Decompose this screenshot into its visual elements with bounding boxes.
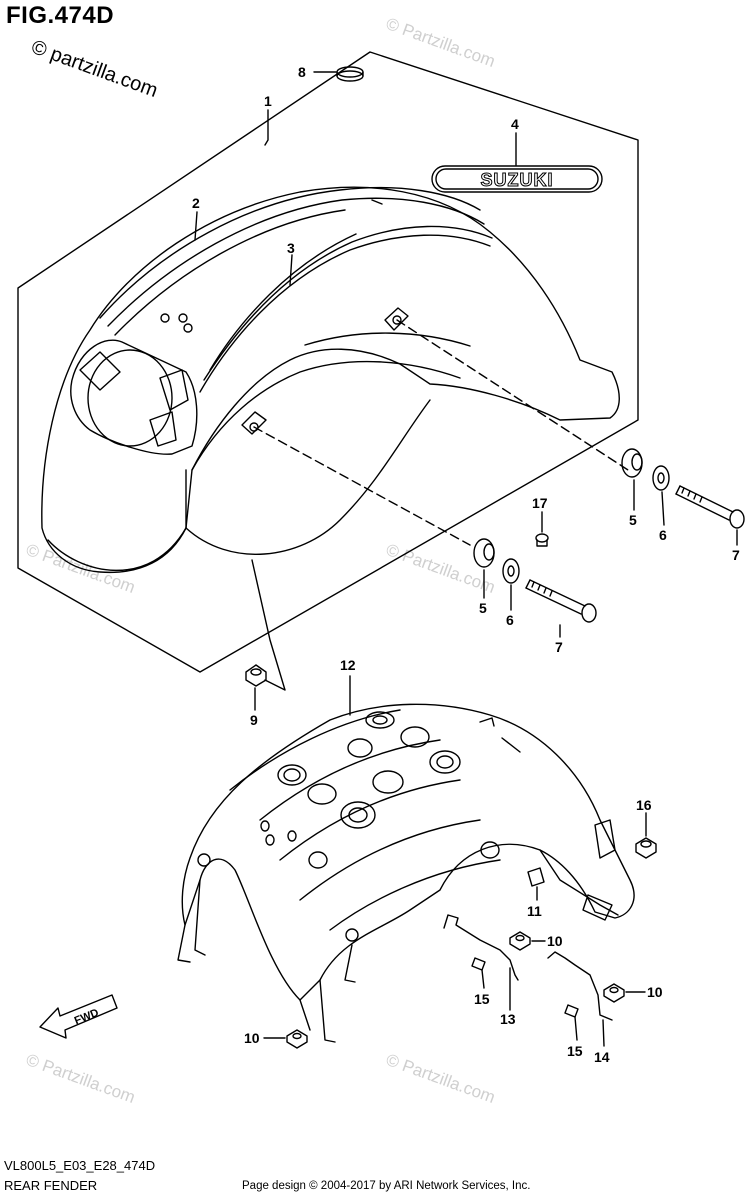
callout-labels: 1 2 3 4 5 5 6 6 7 7 8 9 10 10 10 11 12 1…: [192, 64, 740, 1065]
nut-part-10a: [509, 931, 531, 951]
callout-9: 9: [250, 712, 258, 728]
callout-14: 14: [594, 1049, 610, 1065]
bolt-upper: [675, 485, 745, 529]
suzuki-emblem: [431, 165, 603, 193]
nut-part-9: [245, 664, 267, 687]
rear-fender-shape: [41, 186, 620, 574]
callout-10c: 10: [244, 1030, 260, 1046]
callout-2: 2: [192, 195, 200, 211]
bushing-lower: [473, 538, 495, 568]
clamp-part-15a: [471, 957, 486, 971]
callout-7b: 7: [555, 639, 563, 655]
fwd-arrow-icon: [39, 994, 118, 1039]
harness-part-14: [547, 951, 613, 1021]
section-name: REAR FENDER: [4, 1178, 98, 1193]
callout-15a: 15: [474, 991, 490, 1007]
model-code: VL800L5_E03_E28_474D: [4, 1158, 156, 1173]
callout-6b: 6: [506, 612, 514, 628]
clip-part-11: [527, 867, 545, 887]
callout-8: 8: [298, 64, 306, 80]
washer-lower: [502, 558, 520, 584]
callout-16: 16: [636, 797, 652, 813]
callout-17: 17: [532, 495, 548, 511]
callout-3: 3: [287, 240, 295, 256]
bushing-upper: [621, 448, 643, 478]
nut-part-10c: [286, 1029, 308, 1049]
washer-upper: [652, 465, 670, 491]
callout-11: 11: [527, 903, 542, 919]
callout-15b: 15: [567, 1043, 583, 1059]
harness-part-13: [443, 914, 519, 981]
nut-part-10b: [603, 983, 625, 1003]
assembly-frame: [17, 51, 639, 673]
callout-5b: 5: [479, 600, 487, 616]
callout-5a: 5: [629, 512, 637, 528]
screw-part-17: [535, 533, 549, 547]
bolt-lower: [525, 579, 597, 623]
grommet-part-8: [336, 66, 364, 82]
callout-6a: 6: [659, 527, 667, 543]
callout-7a: 7: [732, 547, 740, 563]
callout-13: 13: [500, 1011, 516, 1027]
nut-part-16: [635, 837, 657, 859]
callout-4: 4: [511, 116, 519, 132]
clamp-part-15b: [564, 1004, 579, 1018]
callout-10a: 10: [547, 933, 563, 949]
callout-10b: 10: [647, 984, 663, 1000]
suzuki-logo-text: SUZUKI: [481, 170, 554, 190]
callout-12: 12: [340, 657, 356, 673]
inner-fender-shape: [177, 703, 635, 1043]
figure-title: FIG.474D: [6, 2, 115, 29]
copyright-notice: Page design © 2004-2017 by ARI Network S…: [242, 1180, 531, 1192]
callout-1: 1: [264, 93, 272, 109]
